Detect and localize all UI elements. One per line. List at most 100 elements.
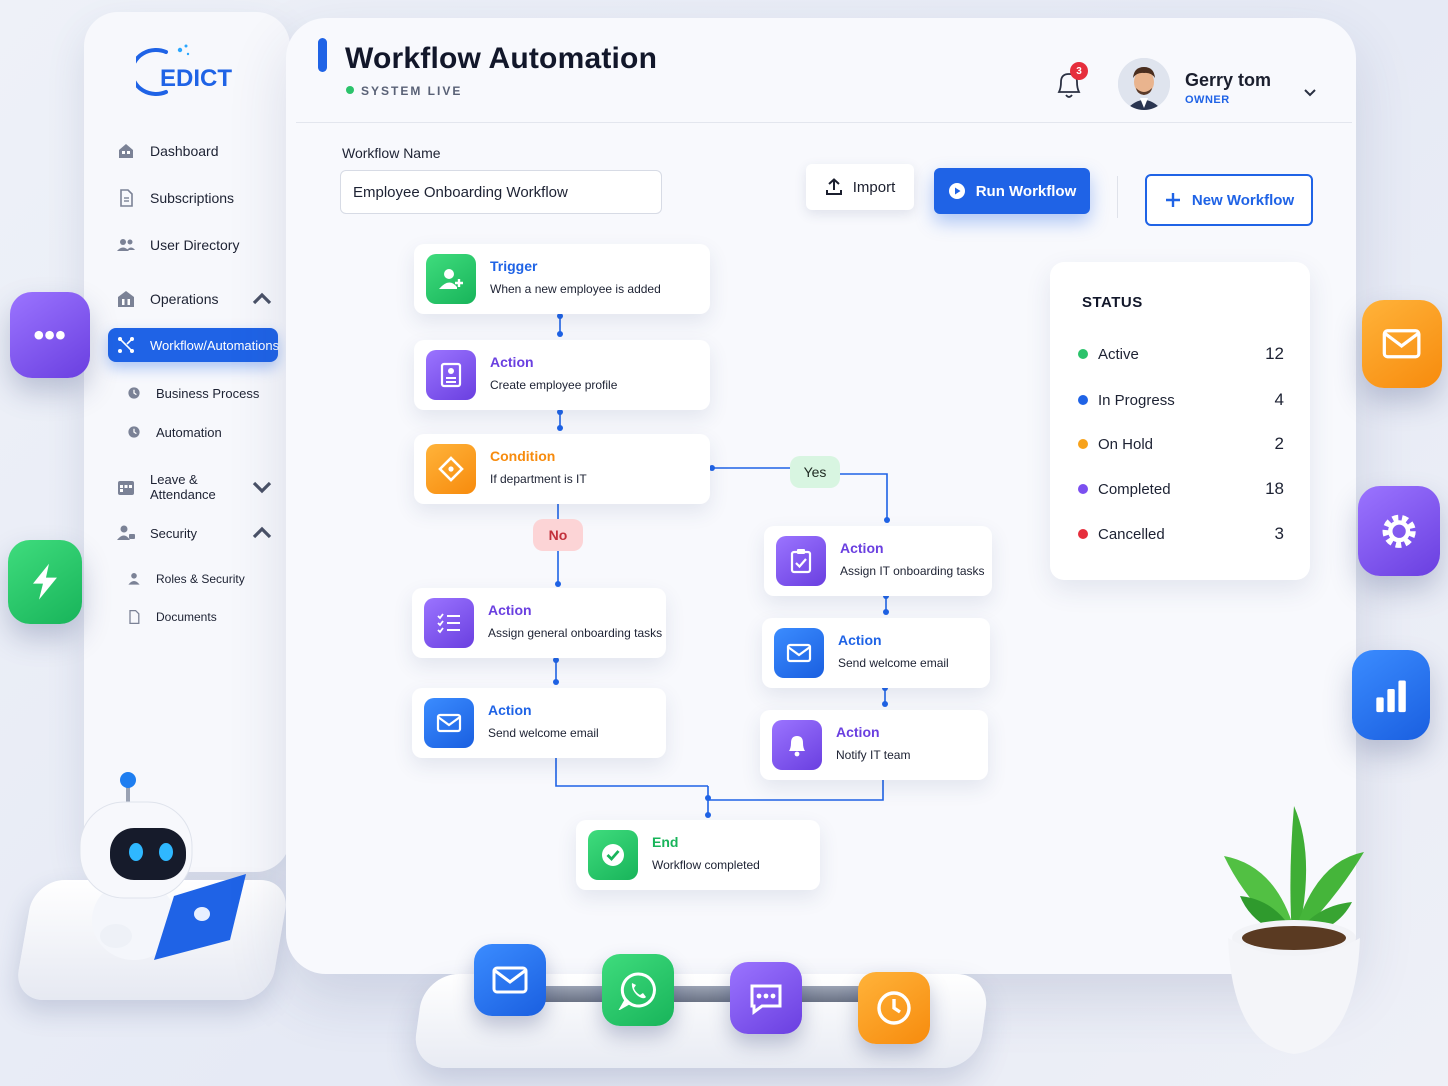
title-accent-bar <box>318 38 327 72</box>
flow-node-notify-it[interactable]: Action Notify IT team <box>760 710 988 780</box>
edict-logo: EDICT <box>130 42 246 98</box>
integration-chain <box>520 986 890 1002</box>
status-dot <box>1078 529 1088 539</box>
flow-node-general-tasks[interactable]: Action Assign general onboarding tasks <box>412 588 666 658</box>
run-workflow-button[interactable]: Run Workflow <box>934 168 1090 214</box>
status-count: 18 <box>1265 479 1284 498</box>
status-row-completed[interactable]: Completed 18 <box>1078 477 1284 501</box>
sidebar-item-user-directory[interactable]: User Directory <box>108 228 278 262</box>
node-title: Action <box>840 540 884 556</box>
system-status-text: SYSTEM LIVE <box>361 84 463 98</box>
flow-node-welcome-email-general[interactable]: Action Send welcome email <box>412 688 666 758</box>
robot-illustration <box>79 772 246 960</box>
node-title: End <box>652 834 679 850</box>
run-workflow-label: Run Workflow <box>975 182 1077 200</box>
plus-icon <box>1165 193 1180 207</box>
node-desc: Send welcome email <box>838 656 949 670</box>
workflow-name-input[interactable] <box>340 170 662 214</box>
node-desc: Send welcome email <box>488 726 599 740</box>
sidebar-item-dashboard[interactable]: Dashboard <box>108 134 278 168</box>
avatar[interactable] <box>1118 58 1170 110</box>
node-title: Action <box>490 354 534 370</box>
node-title: Trigger <box>490 258 538 274</box>
user-name: Gerry tom <box>1185 70 1272 90</box>
node-title: Action <box>488 602 532 618</box>
dashboard-icon <box>119 144 133 158</box>
node-title: Action <box>488 702 532 718</box>
flow-node-action-profile[interactable]: Action Create employee profile <box>414 340 710 410</box>
mail-icon <box>774 628 824 678</box>
header-divider <box>296 122 1352 123</box>
branch-no-label: No <box>533 519 583 551</box>
sidebar-item-workflow-automations[interactable]: Workflow/Automations <box>108 328 279 362</box>
status-label: Completed <box>1098 480 1171 498</box>
calendar-icon <box>118 481 134 495</box>
file-icon <box>129 609 140 625</box>
sidebar-item-automation[interactable]: Automation <box>108 415 278 449</box>
sidebar-item-business-process[interactable]: Business Process <box>108 376 278 410</box>
node-desc: Assign general onboarding tasks <box>488 626 663 640</box>
workflow-name-label: Workflow Name <box>342 145 441 161</box>
node-desc: Create employee profile <box>490 378 618 392</box>
user-role: OWNER <box>1185 94 1230 106</box>
node-title: Condition <box>490 448 556 464</box>
node-desc: When a new employee is added <box>490 282 661 296</box>
flow-node-it-tasks[interactable]: Action Assign IT onboarding tasks <box>764 526 992 596</box>
status-label: In Progress <box>1098 391 1175 409</box>
user-lock-icon <box>117 525 135 540</box>
user-icon <box>128 573 140 585</box>
notification-badge: 3 <box>1070 62 1088 80</box>
add-user-icon <box>426 254 476 304</box>
status-count: 4 <box>1274 390 1284 409</box>
flow-node-welcome-email-it[interactable]: Action Send welcome email <box>762 618 990 688</box>
branch-yes-label: Yes <box>790 456 840 488</box>
sidebar-item-label: Dashboard <box>150 143 219 159</box>
mail-icon <box>1362 300 1442 388</box>
integration-chat-icon[interactable] <box>730 962 802 1034</box>
status-label: Active <box>1098 345 1139 363</box>
new-workflow-label: New Workflow <box>1191 191 1295 209</box>
mail-icon <box>424 698 474 748</box>
status-dot <box>1078 439 1088 449</box>
node-desc: Assign IT onboarding tasks <box>840 564 985 578</box>
flow-node-condition[interactable]: Condition If department is IT <box>414 434 710 504</box>
status-dot <box>1078 395 1088 405</box>
clock-icon <box>128 387 140 399</box>
play-icon <box>948 183 965 199</box>
sidebar-item-operations[interactable]: Operations <box>108 282 278 316</box>
status-label: On Hold <box>1098 435 1154 453</box>
bar-chart-icon <box>1352 650 1430 740</box>
sidebar-item-label: Documents <box>156 610 217 624</box>
flow-node-end[interactable]: End Workflow completed <box>576 820 820 890</box>
sidebar-item-leave-attendance[interactable]: Leave & Attendance <box>108 470 278 504</box>
gear-icon <box>1358 486 1440 576</box>
sidebar-item-subscriptions[interactable]: Subscriptions <box>108 181 278 215</box>
integration-clock-icon[interactable] <box>858 972 930 1044</box>
integration-mail-icon[interactable] <box>474 944 546 1016</box>
new-workflow-button[interactable]: New Workflow <box>1145 174 1313 226</box>
node-desc: Workflow completed <box>652 858 760 872</box>
status-label: Cancelled <box>1098 525 1165 543</box>
status-count: 2 <box>1274 434 1284 453</box>
sidebar-item-documents[interactable]: Documents <box>108 600 278 634</box>
flow-node-trigger[interactable]: Trigger When a new employee is added <box>414 244 710 314</box>
sidebar-item-security[interactable]: Security <box>108 516 278 550</box>
node-desc: Notify IT team <box>836 748 911 762</box>
chevron-down-icon[interactable] <box>1302 84 1318 100</box>
status-row-on-hold[interactable]: On Hold 2 <box>1078 432 1284 456</box>
sidebar-item-roles-security[interactable]: Roles & Security <box>108 562 278 596</box>
sidebar-item-label: Automation <box>156 424 222 440</box>
chat-bubble-icon <box>10 292 90 378</box>
integration-whatsapp-icon[interactable] <box>602 954 674 1026</box>
status-title: STATUS <box>1082 294 1143 311</box>
import-button[interactable]: Import <box>806 164 914 210</box>
status-row-in-progress[interactable]: In Progress 4 <box>1078 388 1284 412</box>
users-icon <box>117 239 135 251</box>
status-dot <box>1078 484 1088 494</box>
svg-text:EDICT: EDICT <box>160 65 232 92</box>
bell-icon[interactable] <box>1054 68 1084 102</box>
clipboard-check-icon <box>776 536 826 586</box>
page-title: Workflow Automation <box>345 42 658 75</box>
